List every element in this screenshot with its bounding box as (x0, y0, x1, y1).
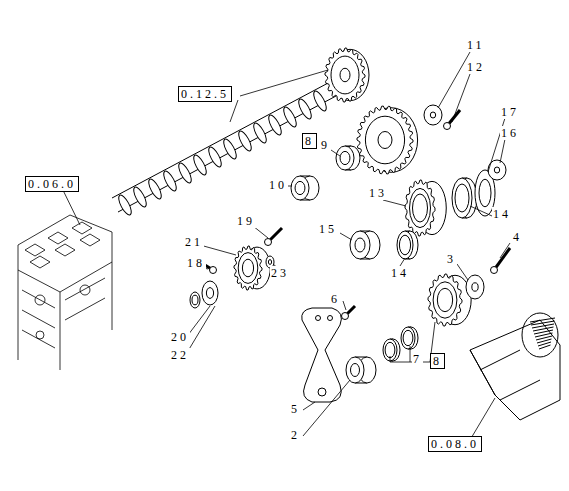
leader-line (383, 200, 406, 206)
ring-part (383, 339, 400, 361)
screw (444, 110, 461, 130)
callout-number: 12 (466, 60, 486, 74)
ring-part (202, 281, 218, 305)
ring-part (401, 327, 418, 349)
callout-number: 13 (368, 186, 388, 200)
reference-code: 0.08.0 (431, 437, 479, 451)
reference-box: 0.06.0 (25, 176, 79, 192)
leader-line (343, 301, 346, 310)
leader-line (303, 402, 315, 410)
callout-number: 10 (268, 178, 288, 192)
callout-number: 3 (446, 252, 457, 266)
gear (405, 180, 446, 236)
reference-box: 0.12.5 (178, 86, 232, 102)
leader-line (500, 139, 505, 163)
callout-number: 15 (318, 222, 338, 236)
reference-code: 0.06.0 (28, 177, 76, 191)
callout-number: 22 (170, 348, 190, 362)
leader-line (470, 398, 495, 440)
ring-part (397, 231, 418, 259)
callout-number: 23 (270, 266, 290, 280)
reference-box: 8 (302, 133, 317, 149)
leader-line (400, 258, 405, 266)
callout-number: 5 (290, 402, 301, 416)
gear (357, 106, 418, 174)
reference-code: 8 (433, 354, 442, 368)
leader-line (457, 264, 468, 280)
callout-number: 9 (320, 138, 331, 152)
callout-number: 11 (466, 38, 486, 52)
reference-code: 8 (305, 134, 314, 148)
leader-line (200, 245, 236, 255)
callout-number: 6 (330, 292, 341, 306)
screw (265, 228, 283, 246)
gear (428, 274, 471, 326)
ring-part (336, 146, 360, 170)
callout-number: 17 (500, 105, 520, 119)
leader-line (303, 380, 350, 436)
ring-part (452, 178, 477, 218)
reference-code: 0.12.5 (181, 87, 229, 101)
screw (491, 248, 511, 274)
ring-part (424, 105, 442, 125)
support-bracket (302, 308, 342, 402)
ring-part (346, 357, 376, 383)
leader-line (470, 206, 492, 216)
leader-line (240, 70, 328, 96)
camshaft (112, 82, 336, 217)
reference-box: 0.08.0 (428, 436, 482, 452)
callout-number: 19 (236, 214, 256, 228)
ring-part (190, 292, 200, 308)
leader-line (230, 100, 238, 122)
ring-part (466, 275, 484, 299)
gear (325, 48, 369, 102)
ring-part (291, 176, 319, 200)
callout-number: 14 (390, 266, 410, 280)
gear (234, 246, 270, 290)
callout-number: 14 (492, 207, 512, 221)
callout-number: 21 (184, 235, 204, 249)
callout-number: 2 (290, 428, 301, 442)
callout-number: 7 (412, 352, 423, 366)
callout-number: 16 (500, 126, 520, 140)
callout-number: 18 (186, 256, 206, 270)
reference-box: 8 (430, 353, 445, 369)
screw (342, 306, 356, 320)
ring-part (350, 231, 380, 259)
callout-number: 20 (170, 330, 190, 344)
leader-line (340, 233, 352, 240)
leader-line (452, 74, 470, 122)
engine-block (18, 215, 112, 370)
crankshaft (470, 313, 560, 420)
leader-line (500, 243, 510, 258)
callout-number: 4 (512, 230, 523, 244)
